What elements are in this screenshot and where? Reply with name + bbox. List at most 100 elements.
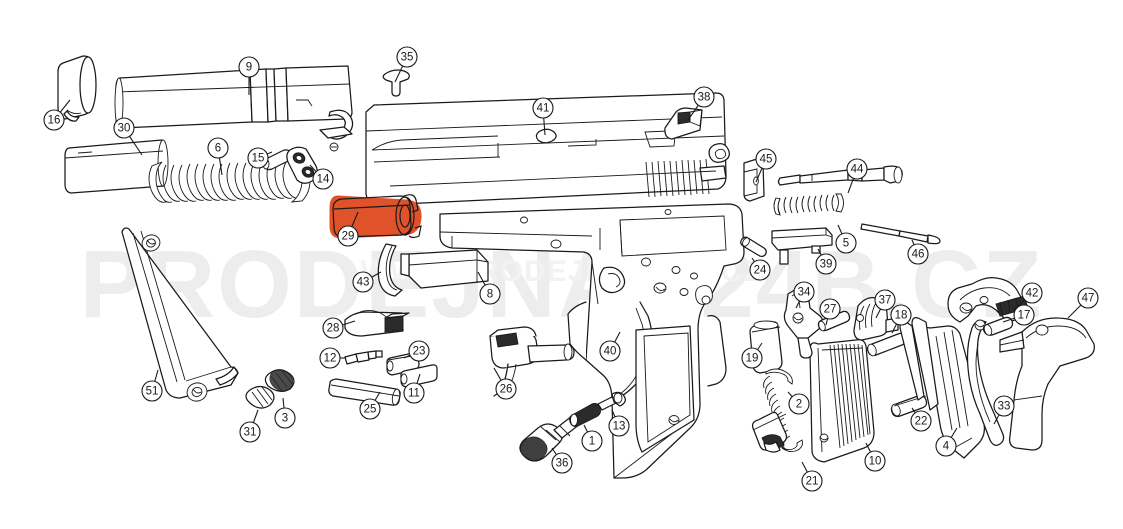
callout-bubble[interactable] [359,398,381,420]
callout-28[interactable]: 28 [322,317,356,339]
part-17-shape [982,316,1014,336]
callout-14[interactable]: 14 [309,164,334,190]
callout-46[interactable]: 46 [907,239,929,265]
callout-31[interactable]: 31 [239,409,261,443]
callout-bubble[interactable] [801,470,823,492]
callout-bubble[interactable] [403,382,425,404]
callout-34[interactable]: 34 [793,281,815,309]
callout-33[interactable]: 33 [993,395,1015,425]
callout-23[interactable]: 23 [403,340,430,362]
callout-6[interactable]: 6 [207,137,229,176]
callout-45[interactable]: 45 [755,148,777,183]
callout-bubble[interactable] [755,148,777,170]
callout-11[interactable]: 11 [403,373,425,404]
callout-13[interactable]: 13 [608,409,630,437]
part-12-shape [344,350,383,365]
callout-43[interactable]: 43 [352,271,382,293]
callout-bubble[interactable] [815,253,837,275]
callout-5[interactable]: 5 [835,224,857,254]
callout-bubble[interactable] [247,147,269,169]
callout-16[interactable]: 16 [43,99,71,131]
callout-number: 8 [487,289,493,301]
callout-bubble[interactable] [835,232,857,254]
callout-bubble[interactable] [322,317,344,339]
callout-bubble[interactable] [993,395,1015,417]
callout-40[interactable]: 40 [599,331,621,362]
callout-bubble[interactable] [846,158,868,180]
callout-bubble[interactable] [693,86,715,108]
callout-bubble[interactable] [1021,282,1043,304]
callout-bubble[interactable] [793,281,815,303]
callout-9[interactable]: 9 [238,56,260,95]
callout-44[interactable]: 44 [846,158,868,194]
callout-bubble[interactable] [479,283,501,305]
callout-bubble[interactable] [141,380,163,402]
callout-41[interactable]: 41 [532,97,554,136]
callout-bubble[interactable] [819,298,841,320]
callout-30[interactable]: 30 [113,117,143,156]
callout-17[interactable]: 17 [1002,304,1035,326]
callout-bubble[interactable] [495,378,517,400]
callout-bubble[interactable] [319,347,341,369]
callout-number: 6 [215,143,221,155]
callout-number: 30 [118,123,131,135]
callout-bubble[interactable] [551,452,573,474]
callout-bubble[interactable] [408,340,430,362]
callout-bubble[interactable] [113,117,135,139]
callout-27[interactable]: 27 [819,298,841,326]
callout-bubble[interactable] [874,289,896,311]
callout-38[interactable]: 38 [687,86,715,121]
callout-bubble[interactable] [207,137,229,159]
callout-4[interactable]: 4 [935,427,958,457]
callout-bubble[interactable] [352,271,374,293]
callout-19[interactable]: 19 [741,342,763,369]
callout-bubble[interactable] [907,243,929,265]
callout-42[interactable]: 42 [1013,282,1043,311]
callout-bubble[interactable] [337,225,359,247]
callout-bubble[interactable] [238,56,260,78]
callout-12[interactable]: 12 [319,347,346,369]
callout-29[interactable]: 29 [337,211,359,247]
callout-21[interactable]: 21 [801,461,823,492]
callout-39[interactable]: 39 [815,248,837,275]
part-30-shape [64,139,169,194]
callout-26[interactable]: 26 [493,367,517,400]
part-24-shape [740,236,767,258]
callout-bubble[interactable] [396,46,418,68]
callout-bubble[interactable] [1077,287,1099,309]
part-6-shape [148,160,311,203]
callout-bubble[interactable] [43,109,65,131]
callout-2[interactable]: 2 [787,391,810,415]
callout-bubble[interactable] [741,347,763,369]
callout-bubble[interactable] [581,430,603,452]
part-44-shape [777,165,903,186]
callout-bubble[interactable] [749,259,771,281]
callout-22[interactable]: 22 [910,407,932,432]
callout-15[interactable]: 15 [247,147,273,169]
callout-bubble[interactable] [1013,304,1035,326]
callout-24[interactable]: 24 [749,257,771,281]
callout-bubble[interactable] [608,415,630,437]
part-40-shape [439,203,745,479]
callout-25[interactable]: 25 [359,391,381,420]
callout-bubble[interactable] [910,410,932,432]
callout-bubble[interactable] [312,168,334,190]
callout-bubble[interactable] [599,340,621,362]
callout-36[interactable]: 36 [551,447,573,474]
callout-bubble[interactable] [239,421,261,443]
callout-3[interactable]: 3 [274,397,296,429]
callout-1[interactable]: 1 [581,424,603,452]
callout-bubble[interactable] [864,450,886,472]
callout-bubble[interactable] [890,304,912,326]
callout-51[interactable]: 51 [141,369,163,402]
callout-8[interactable]: 8 [477,271,501,305]
callout-47[interactable]: 47 [1067,287,1099,319]
callout-bubble[interactable] [788,393,810,415]
callout-35[interactable]: 35 [394,46,418,83]
callout-37[interactable]: 37 [874,289,896,319]
callout-bubble[interactable] [935,435,957,457]
callout-bubble[interactable] [274,407,296,429]
callout-10[interactable]: 10 [864,442,886,472]
callout-bubble[interactable] [532,97,554,119]
callout-18[interactable]: 18 [890,304,912,334]
